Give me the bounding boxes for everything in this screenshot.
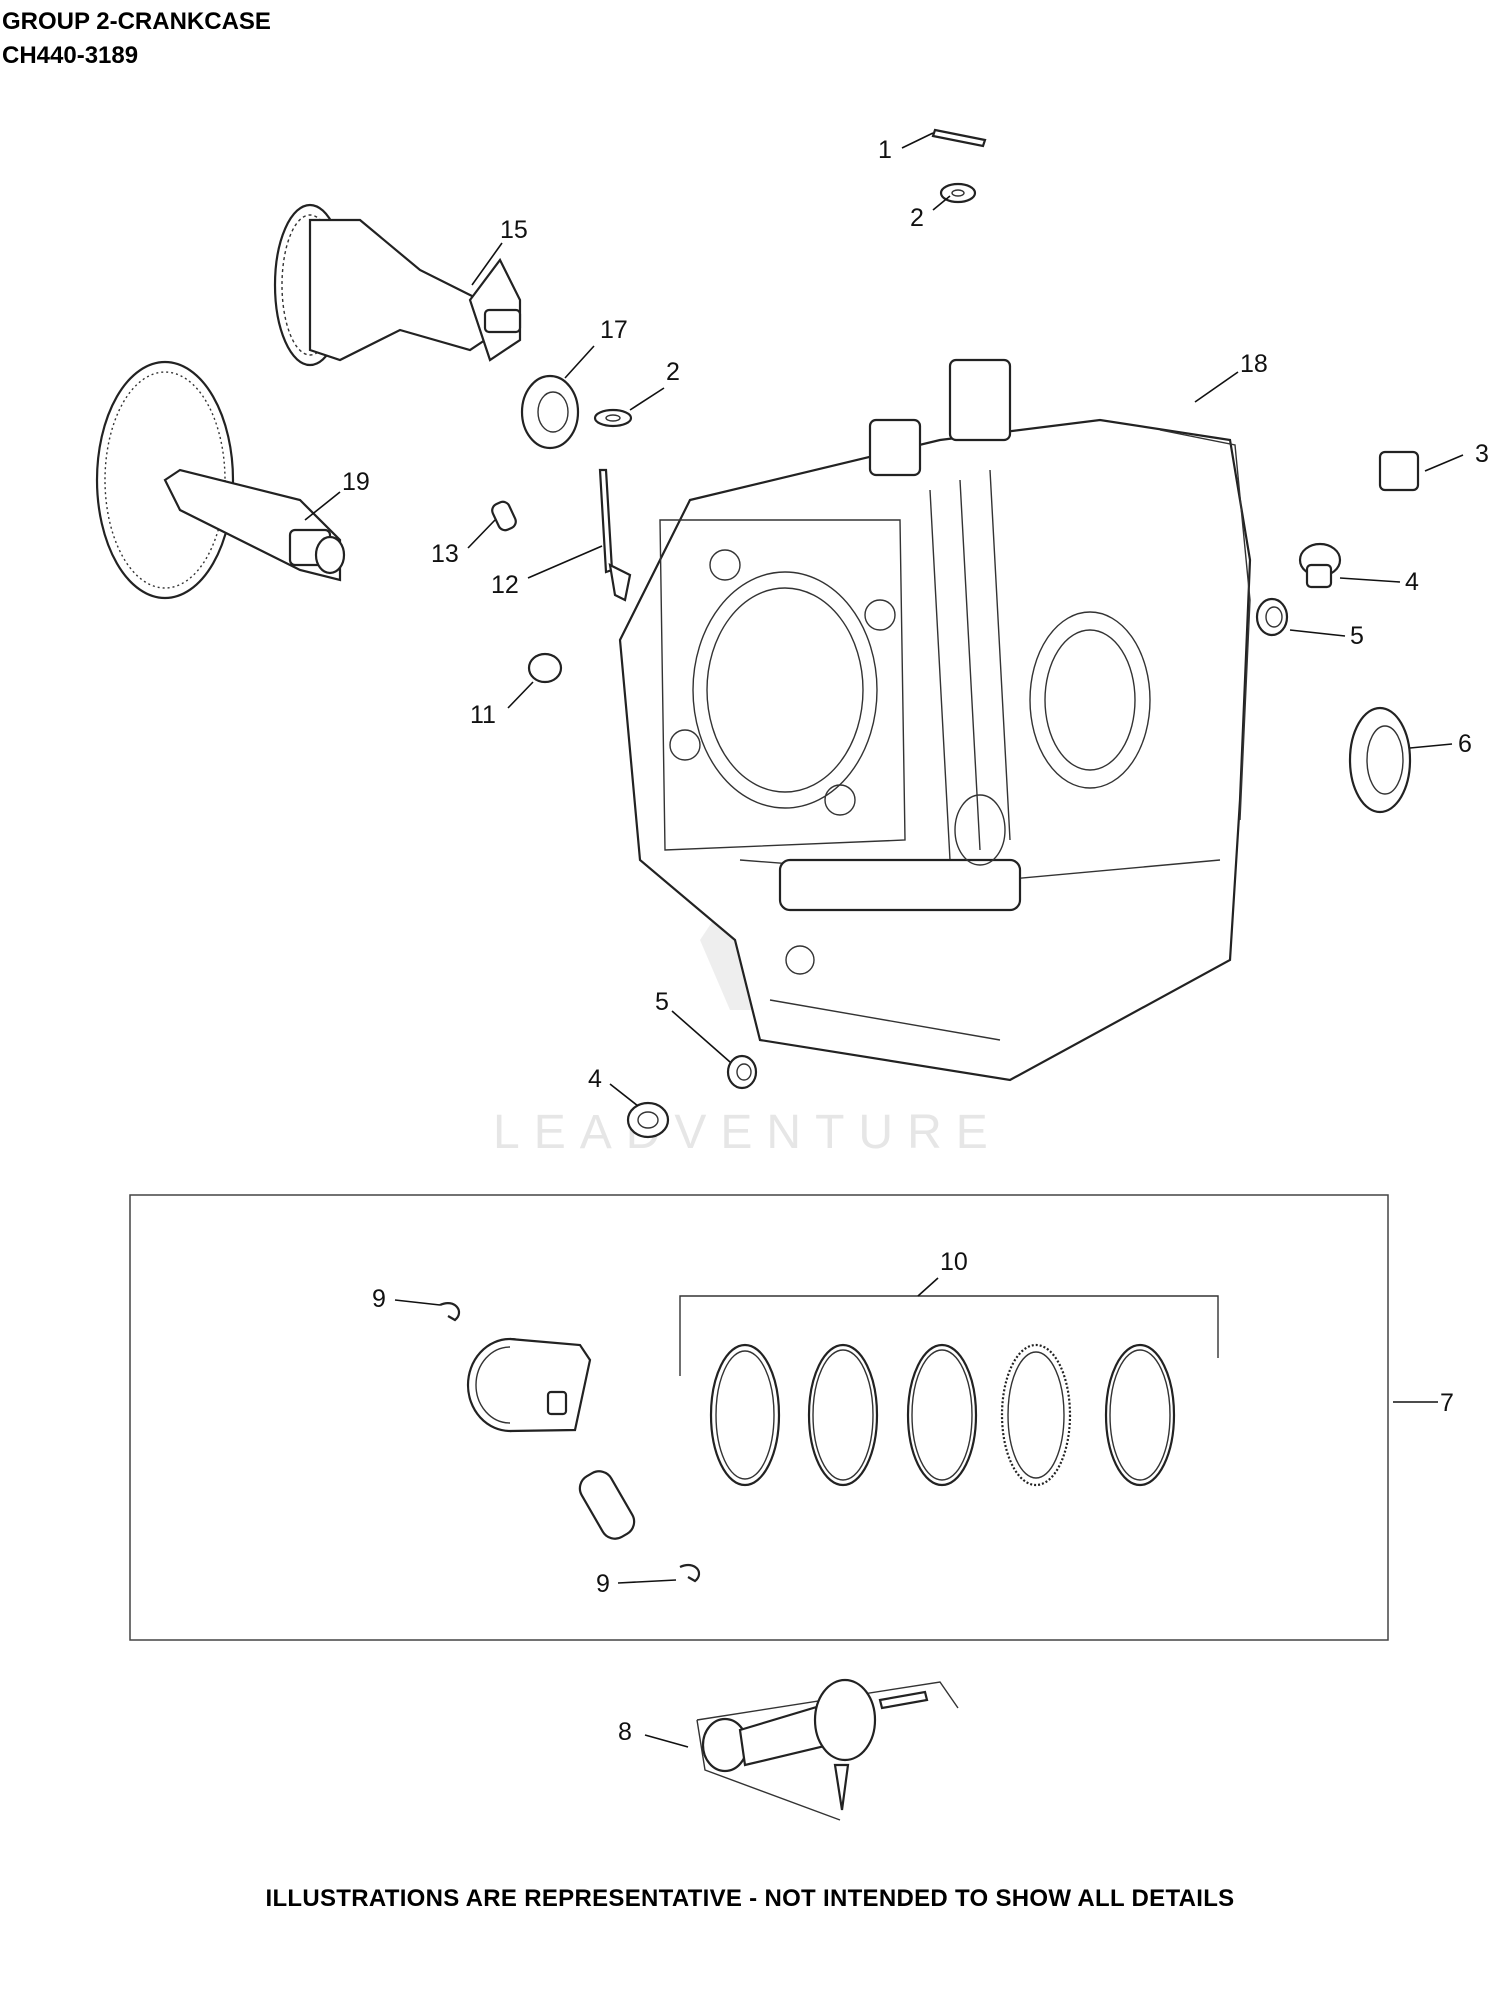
washer-part-5-bottom-hole: [736, 1063, 752, 1081]
washer-hole: [605, 414, 621, 422]
model-number: CH440-3189: [2, 42, 139, 69]
callout-2-left[interactable]: 2: [666, 358, 680, 386]
callout-3[interactable]: 3: [1475, 440, 1489, 468]
callout-9-top[interactable]: 9: [372, 1285, 386, 1313]
plug-part-11[interactable]: [527, 652, 563, 684]
piston-part[interactable]: [466, 1337, 592, 1433]
callout-4-bottom[interactable]: 4: [588, 1065, 602, 1093]
callout-7[interactable]: 7: [1440, 1389, 1454, 1417]
drain-plug-part-4[interactable]: [1298, 542, 1342, 589]
oil-seal-part-6[interactable]: [1348, 706, 1412, 814]
clip-part-1[interactable]: [931, 128, 987, 148]
disclaimer-footer: ILLUSTRATIONS ARE REPRESENTATIVE - NOT I…: [265, 1885, 1235, 1912]
piston-ring-set-part-10[interactable]: [679, 1295, 1219, 1487]
washer-part-5[interactable]: [1255, 597, 1289, 637]
connecting-rod-part-8[interactable]: [696, 1678, 959, 1821]
washer-part-5-bottom[interactable]: [726, 1054, 758, 1090]
callout-4-right[interactable]: 4: [1405, 568, 1419, 596]
piston-pin-part[interactable]: [575, 1466, 639, 1544]
crankshaft-gear-part-19[interactable]: [95, 360, 346, 600]
callout-10[interactable]: 10: [940, 1248, 968, 1276]
oil-seal-inner: [1366, 725, 1404, 795]
crankcase-part-18[interactable]: [618, 358, 1252, 1082]
drain-plug-part-4-bottom[interactable]: [626, 1101, 670, 1139]
group-title: GROUP 2-CRANKCASE: [2, 8, 271, 35]
circlip-part-9-lower[interactable]: [679, 1564, 701, 1583]
camshaft-part-15[interactable]: [273, 203, 522, 367]
washer-hole-top: [951, 189, 965, 197]
callout-18[interactable]: 18: [1240, 350, 1268, 378]
washer-part-5-hole: [1265, 606, 1283, 628]
callout-11[interactable]: 11: [470, 701, 496, 729]
dowel-pin-part-13[interactable]: [490, 500, 518, 533]
callout-12[interactable]: 12: [491, 571, 519, 599]
bearing-part-17[interactable]: [520, 374, 580, 450]
callouts: 1 2 15 17 2 18 3 19 13 12 4 5 11 6 5 4 1: [304, 132, 1489, 1748]
callout-13[interactable]: 13: [431, 540, 459, 568]
callout-8[interactable]: 8: [618, 1718, 632, 1746]
washer-part-2[interactable]: [593, 408, 633, 428]
callout-19[interactable]: 19: [342, 468, 370, 496]
callout-17[interactable]: 17: [600, 316, 628, 344]
callout-15[interactable]: 15: [500, 216, 528, 244]
callout-9-bottom[interactable]: 9: [596, 1570, 610, 1598]
callout-5-bottom[interactable]: 5: [655, 988, 669, 1016]
circlip-part-9[interactable]: [439, 1302, 461, 1322]
callout-2-top[interactable]: 2: [910, 204, 924, 232]
callout-5-right[interactable]: 5: [1350, 622, 1364, 650]
oil-tube-part-12[interactable]: [598, 468, 632, 602]
watermark-text: LEADVENTURE: [493, 1106, 1002, 1159]
plug-part-3[interactable]: [1378, 450, 1420, 492]
callout-6[interactable]: 6: [1458, 730, 1472, 758]
piston-kit-frame-7: [129, 1194, 1389, 1641]
callout-1[interactable]: 1: [878, 136, 892, 164]
washer-part-2-top[interactable]: [939, 182, 977, 204]
